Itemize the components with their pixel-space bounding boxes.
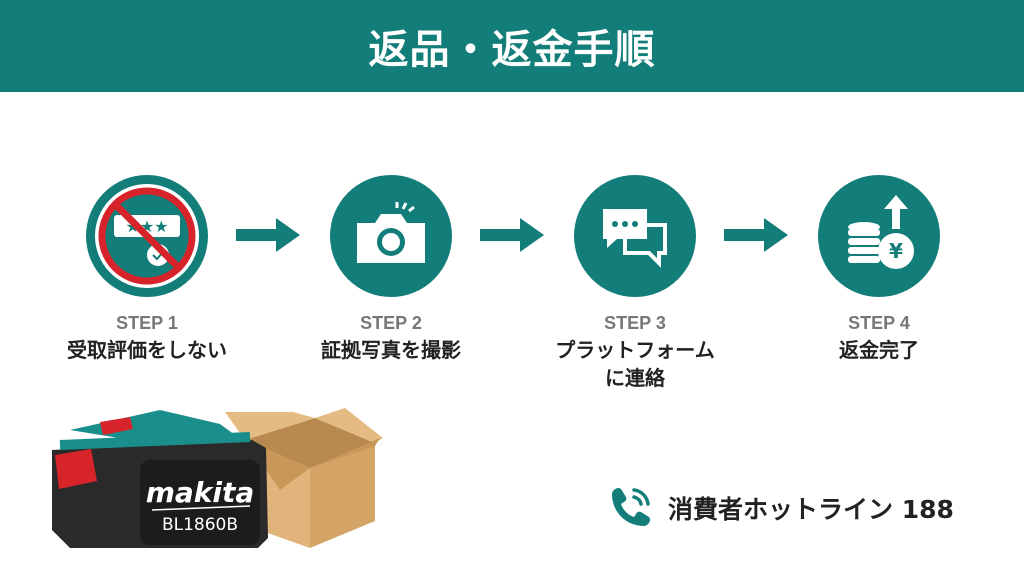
step-label: STEP 4 [848,313,910,333]
hotline-text: 消費者ホットライン 188 [668,495,954,524]
yen-coins-refund-icon: ¥ [818,175,940,297]
step-text: プラットフォーム に連絡 [555,338,715,390]
step-text: 返金完了 [839,338,919,362]
phone-icon [612,487,651,526]
no-rating-icon: ★★★ [86,175,208,297]
step-4: ¥ STEP 4 返金完了 [769,175,989,364]
battery-and-box-illustration: makita BL1860B [52,408,383,548]
step-3: STEP 3 プラットフォーム に連絡 [525,175,745,392]
step-label: STEP 2 [360,313,422,333]
arrow-right-icon [724,218,788,252]
arrow-right-icon [236,218,300,252]
step-label: STEP 3 [604,313,666,333]
step-1: ★★★ STEP 1 受取評価をしない [37,175,257,364]
step-text: 受取評価をしない [67,338,227,362]
svg-text:¥: ¥ [889,239,903,263]
step-text: 証拠写真を撮影 [321,338,461,362]
hotline: 消費者ホットライン 188 [604,482,954,534]
page-title: 返品・返金手順 [368,27,656,73]
camera-icon [330,175,452,297]
step-2: STEP 2 証拠写真を撮影 [281,175,501,364]
svg-text:BL1860B: BL1860B [162,515,238,535]
header-banner: 返品・返金手順 [0,0,1024,92]
svg-text:makita: makita [146,476,255,509]
chat-icon [574,175,696,297]
battery-icon: makita BL1860B [52,410,268,548]
cardboard-box-icon [225,408,383,548]
step-label: STEP 1 [116,313,178,333]
arrow-right-icon [480,218,544,252]
